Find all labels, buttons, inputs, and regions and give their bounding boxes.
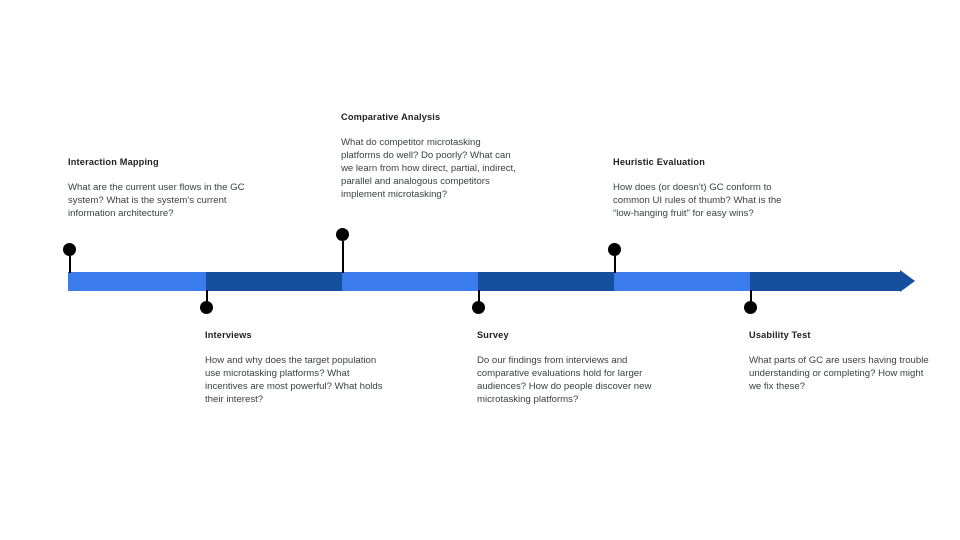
milestone-title: Heuristic Evaluation [613, 157, 706, 167]
milestone-marker-interaction-mapping[interactable] [63, 243, 76, 273]
milestone-body: What do competitor microtasking platform… [341, 137, 516, 201]
milestone-dot-icon [336, 228, 349, 241]
milestone-body: Do our findings from interviews and comp… [477, 355, 652, 406]
milestone-marker-survey[interactable] [472, 290, 485, 314]
milestone-body: What are the current user flows in the G… [68, 182, 245, 220]
milestone-title: Survey [477, 330, 509, 340]
timeline-segment-5 [614, 272, 750, 291]
timeline-segment-1 [68, 272, 206, 291]
milestone-block-comparative-analysis: Comparative Analysis What do competitor … [341, 111, 521, 201]
timeline-segment-2 [206, 272, 342, 291]
milestone-body: How and why does the target population u… [205, 355, 383, 406]
milestone-dot-icon [63, 243, 76, 256]
timeline-arrow-icon [900, 270, 915, 292]
milestone-dot-icon [608, 243, 621, 256]
timeline-bar [68, 272, 900, 291]
milestone-body: What parts of GC are users having troubl… [749, 355, 929, 393]
milestone-title: Usability Test [749, 330, 811, 340]
milestone-block-interaction-mapping: Interaction Mapping What are the current… [68, 156, 248, 220]
milestone-block-survey: Survey Do our findings from interviews a… [477, 329, 657, 406]
milestone-title: Comparative Analysis [341, 112, 441, 122]
milestone-marker-interviews[interactable] [200, 290, 213, 314]
milestone-marker-comparative-analysis[interactable] [336, 228, 349, 273]
milestone-stem [614, 256, 616, 273]
milestone-stem [342, 241, 344, 273]
timeline-segment-6 [750, 272, 900, 291]
milestone-stem [69, 256, 71, 273]
milestone-title: Interviews [205, 330, 252, 340]
milestone-block-heuristic-evaluation: Heuristic Evaluation How does (or doesn'… [613, 156, 793, 220]
milestone-stem [478, 290, 480, 308]
milestone-stem [750, 290, 752, 308]
milestone-block-usability-test: Usability Test What parts of GC are user… [749, 329, 929, 393]
milestone-marker-heuristic-evaluation[interactable] [608, 243, 621, 273]
milestone-title: Interaction Mapping [68, 157, 159, 167]
milestone-marker-usability-test[interactable] [744, 290, 757, 314]
milestone-body: How does (or doesn't) GC conform to comm… [613, 182, 782, 220]
milestone-stem [206, 290, 208, 308]
milestone-block-interviews: Interviews How and why does the target p… [205, 329, 385, 406]
timeline-segment-4 [478, 272, 614, 291]
timeline-segment-3 [342, 272, 478, 291]
